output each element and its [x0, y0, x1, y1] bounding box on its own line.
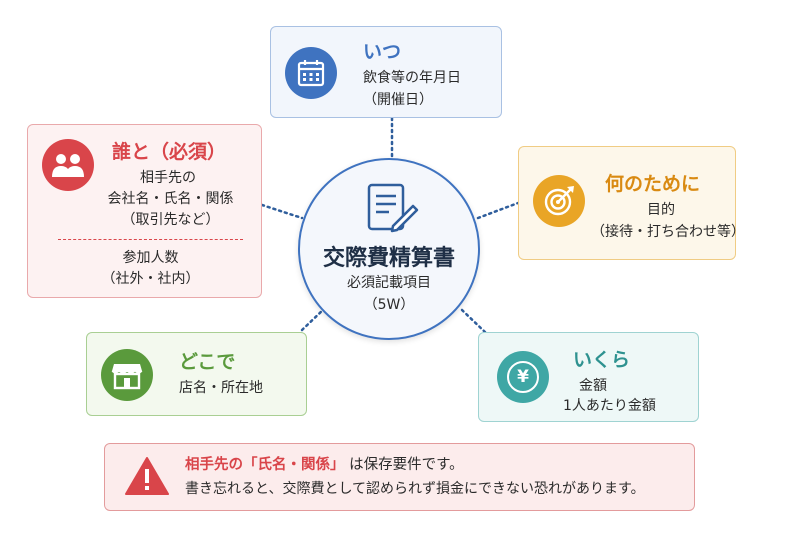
warning-icon	[125, 457, 169, 495]
calendar-icon	[285, 47, 337, 99]
howmuch-title: いくら	[573, 349, 631, 371]
target-icon	[533, 175, 585, 227]
when-card: いつ 飲食等の年月日 （開催日）	[270, 26, 502, 118]
why-line-1: 目的	[647, 202, 675, 218]
people-icon	[42, 139, 94, 191]
who-line-3: （取引先など）	[121, 212, 220, 228]
howmuch-card: ¥ いくら 金額 1人あたり金額	[478, 332, 699, 422]
who-card: 誰と（必須） 相手先の 会社名・氏名・関係 （取引先など） 参加人数 （社外・社…	[27, 124, 262, 298]
warning-rest: は保存要件です。	[349, 457, 464, 473]
warning-line-2: 書き忘れると、交際費として認められず損金にできない恐れがあります。	[185, 481, 645, 497]
center-subtitle: 必須記載項目	[347, 275, 431, 291]
why-card: 何のために 目的 （接待・打ち合わせ等）	[518, 146, 745, 260]
center-title: 交際費精算書	[322, 246, 455, 271]
center-5w: （5W）	[363, 297, 415, 313]
where-card: どこで 店名・所在地	[86, 332, 307, 416]
where-title: どこで	[179, 351, 236, 373]
store-icon	[101, 349, 153, 401]
warning-line-1: 相手先の「氏名・関係」 は保存要件です。	[185, 454, 464, 476]
who-line-5: （社外・社内）	[101, 271, 200, 287]
warning-highlight: 相手先の「氏名・関係」	[185, 457, 345, 473]
why-title: 何のために	[605, 173, 701, 195]
when-line-1: 飲食等の年月日	[363, 70, 461, 86]
when-title: いつ	[363, 41, 402, 63]
yen-icon: ¥	[497, 351, 549, 403]
document-edit-icon	[367, 183, 419, 233]
when-line-2: （開催日）	[363, 92, 433, 108]
center-circle: 交際費精算書 必須記載項目 （5W）	[298, 158, 480, 340]
who-line-2: 会社名・氏名・関係	[107, 191, 234, 207]
who-line-4: 参加人数	[122, 250, 179, 266]
who-title: 誰と（必須）	[112, 141, 227, 163]
howmuch-line-2: 1人あたり金額	[563, 398, 656, 414]
who-line-1: 相手先の	[140, 170, 196, 186]
where-line-1: 店名・所在地	[179, 380, 263, 396]
howmuch-line-1: 金額	[579, 378, 607, 394]
who-divider	[58, 239, 243, 240]
why-line-2: （接待・打ち合わせ等）	[591, 224, 745, 240]
warning-box: 相手先の「氏名・関係」 は保存要件です。 書き忘れると、交際費として認められず損…	[104, 443, 695, 511]
